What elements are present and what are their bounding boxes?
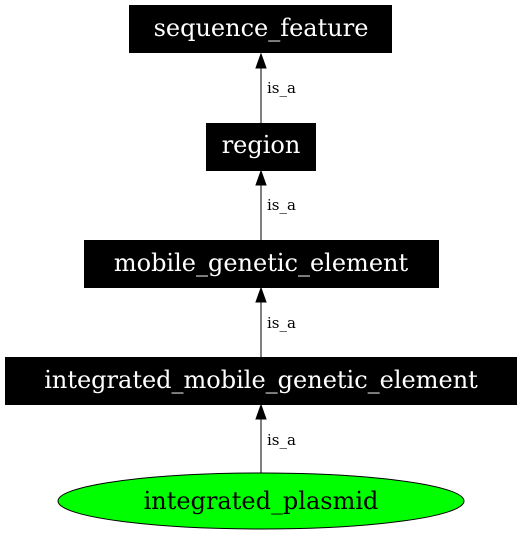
arrowhead-icon [255,286,267,303]
edge-mobile-genetic-element-to-region: is_a [255,169,296,240]
node-box [84,240,439,288]
node-box [129,5,392,53]
edge-label: is_a [267,431,296,449]
arrowhead-icon [255,52,267,69]
node-mobile-genetic-element: mobile_genetic_element [84,240,439,288]
node-region: region [206,123,316,171]
edge-label: is_a [267,79,296,97]
edge-integrated-mobile-genetic-element-to-mobile-genetic-element: is_a [255,286,296,357]
edge-label: is_a [267,314,296,332]
node-label: integrated_mobile_genetic_element [44,366,478,394]
node-box [5,357,517,405]
edge-region-to-sequence-feature: is_a [255,52,296,123]
node-integrated-plasmid: integrated_plasmid [57,472,465,530]
edge-integrated-plasmid-to-integrated-mobile-genetic-element: is_a [255,403,296,474]
arrowhead-icon [255,403,267,420]
node-label: mobile_genetic_element [114,249,409,277]
node-ellipse [57,472,465,530]
arrowhead-icon [255,169,267,186]
node-sequence-feature: sequence_feature [129,5,392,53]
node-integrated-mobile-genetic-element: integrated_mobile_genetic_element [5,357,517,405]
node-label: region [222,131,301,159]
node-label: integrated_plasmid [144,487,379,515]
edge-label: is_a [267,196,296,214]
node-box [206,123,316,171]
node-label: sequence_feature [154,14,369,42]
